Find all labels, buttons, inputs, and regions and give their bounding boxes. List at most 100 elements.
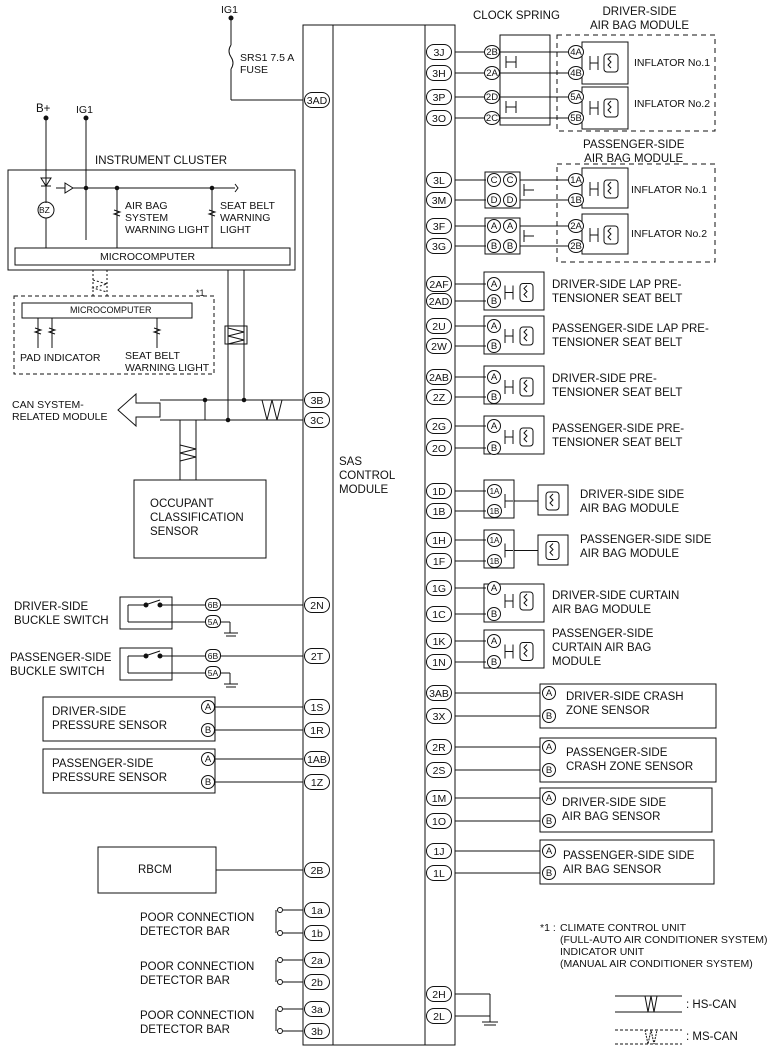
poor-conn-3-label: POOR CONNECTION DETECTOR BAR — [140, 1010, 255, 1036]
driver-inflator2-label: INFLATOR No.2 — [634, 98, 711, 110]
right-component-label-3: DRIVER-SIDE PRE- TENSIONER SEAT BELT — [552, 373, 683, 399]
passenger-buckle-pin-5a: 5A — [205, 666, 221, 679]
driver-pressure-label: DRIVER-SIDE PRESSURE SENSOR — [52, 706, 168, 732]
ig1-left-label: IG1 — [76, 104, 93, 116]
driver-pressure-pin-b: B — [201, 723, 215, 737]
sas-pin-2s: 2S — [426, 762, 452, 778]
sas-pin-1a: 1a — [304, 902, 330, 918]
sas-pin-2a: 2a — [304, 952, 330, 968]
sas-pin-3g: 3G — [426, 238, 452, 254]
sas-pin-1j: 1J — [426, 843, 452, 859]
passenger-pressure-label: PASSENGER-SIDE PRESSURE SENSOR — [52, 758, 168, 784]
clock-pin-2b: 2B — [484, 45, 500, 59]
comp3-pin-b: B — [487, 390, 501, 404]
sas-pin-2g: 2G — [426, 418, 452, 434]
driver-airbag-pin-5b: 5B — [568, 111, 584, 125]
poor-conn-2-label: POOR CONNECTION DETECTOR BAR — [140, 961, 255, 987]
sas-pin-1m: 1M — [426, 790, 452, 806]
passenger-airbag-pin-1b: 1B — [568, 193, 584, 207]
sensor-label-3: DRIVER-SIDE SIDE AIR BAG SENSOR — [562, 797, 667, 823]
comp8-pin-a: A — [487, 634, 501, 648]
driver-airbag-pin-5a: 5A — [568, 90, 584, 104]
occupant-sensor-box — [133, 479, 267, 559]
sas-pin-3ab: 3AB — [426, 685, 452, 701]
airbag-light-label: AIR BAG SYSTEM WARNING LIGHT — [125, 200, 210, 236]
driver-inflator1-label: INFLATOR No.1 — [634, 57, 711, 69]
pad-indicator-label: PAD INDICATOR — [20, 352, 101, 364]
sas-pin-3m: 3M — [426, 192, 452, 208]
climate-unit-box — [13, 295, 215, 375]
passenger-airbag-pin-2a: 2A — [568, 219, 584, 233]
seatbelt-light-label: SEAT BELT WARNING LIGHT — [220, 200, 275, 236]
sas-pin-2r: 2R — [426, 739, 452, 755]
sas-pin-1o: 1O — [426, 813, 452, 829]
legend-ms-can: : MS-CAN — [686, 1031, 738, 1043]
sas-pin-1g: 1G — [426, 580, 452, 596]
comp2-pin-b: B — [487, 339, 501, 353]
passenger-conn-a2: A — [503, 219, 517, 233]
sas-pin-1n: 1N — [426, 654, 452, 670]
sas-pin-1l: 1L — [426, 865, 452, 881]
driver-airbag-title: DRIVER-SIDE AIR BAG MODULE — [590, 6, 690, 32]
note-text: CLIMATE CONTROL UNIT (FULL-AUTO AIR COND… — [560, 922, 768, 970]
cluster-micro-label: MICROCOMPUTER — [100, 251, 196, 263]
sensor1-pin-a: A — [542, 686, 556, 700]
sas-pin-3o: 3O — [426, 110, 452, 126]
comp8-pin-b: B — [487, 655, 501, 669]
comp2-pin-a: A — [487, 319, 501, 333]
comp4-pin-a: A — [487, 419, 501, 433]
climate-micro-label: MICROCOMPUTER — [70, 305, 152, 315]
right-component-label-6: PASSENGER-SIDE SIDE AIR BAG MODULE — [580, 534, 712, 560]
comp1-pin-b: B — [487, 294, 501, 308]
cluster-micro-box — [14, 247, 291, 266]
comp3-pin-a: A — [487, 370, 501, 384]
passenger-airbag-title: PASSENGER-SIDE AIR BAG MODULE — [583, 139, 685, 165]
passenger-conn-b2: B — [503, 239, 517, 253]
sas-pin-2l: 2L — [426, 1008, 452, 1024]
passenger-inflator1-label: INFLATOR No.1 — [631, 184, 708, 196]
sas-pin-2n: 2N — [304, 597, 330, 613]
comp6-pin-1b: 1B — [487, 554, 502, 568]
sas-right-column — [424, 24, 456, 1046]
right-component-label-8: PASSENGER-SIDE CURTAIN AIR BAG MODULE — [552, 628, 654, 668]
sas-pin-2h: 2H — [426, 986, 452, 1002]
sas-pin-3c: 3C — [304, 412, 330, 428]
comp4-pin-b: B — [487, 441, 501, 455]
right-component-label-4: PASSENGER-SIDE PRE- TENSIONER SEAT BELT — [552, 423, 685, 449]
sas-pin-2ab: 2AB — [426, 369, 452, 385]
clock-pin-2a: 2A — [484, 66, 500, 80]
sensor4-pin-a: A — [542, 844, 556, 858]
rbcm-label: RBCM — [138, 864, 172, 876]
clock-pin-2c: 2C — [484, 111, 500, 125]
sas-pin-2u: 2U — [426, 318, 452, 334]
fuse-label: SRS1 7.5 A FUSE — [240, 52, 295, 76]
passenger-conn-d2: D — [503, 193, 517, 207]
sas-pin-3x: 3X — [426, 708, 452, 724]
note-star: *1 : — [540, 922, 556, 934]
sas-pin-2af: 2AF — [426, 276, 452, 292]
sas-pin-1ab: 1AB — [304, 751, 330, 767]
sensor3-pin-a: A — [542, 791, 556, 805]
sas-pin-1r: 1R — [304, 722, 330, 738]
sas-pin-3a: 3a — [304, 1001, 330, 1017]
sensor4-pin-b: B — [542, 866, 556, 880]
sas-label: SAS CONTROL MODULE — [339, 456, 396, 496]
cluster-box — [7, 169, 296, 271]
sas-pin-2w: 2W — [426, 338, 452, 354]
sas-pin-2t: 2T — [304, 648, 330, 664]
right-component-label-2: PASSENGER-SIDE LAP PRE- TENSIONER SEAT B… — [552, 323, 709, 349]
passenger-conn-b1: B — [487, 239, 501, 253]
sas-pin-1f: 1F — [426, 553, 452, 569]
sas-pin-3ad: 3AD — [304, 92, 330, 108]
comp5-pin-1a: 1A — [487, 484, 502, 498]
poor-conn-wires — [275, 907, 303, 1034]
passenger-pressure-pin-b: B — [201, 775, 215, 789]
passenger-conn-c2: C — [503, 173, 517, 187]
climate-seatbelt-label: SEAT BELT WARNING LIGHT — [125, 350, 210, 374]
pretensioner-symbols — [455, 271, 569, 669]
sas-pin-2b: 2B — [304, 862, 330, 878]
sensor2-pin-a: A — [542, 740, 556, 754]
right-component-label-5: DRIVER-SIDE SIDE AIR BAG MODULE — [580, 489, 685, 515]
can-label: CAN SYSTEM- RELATED MODULE — [12, 399, 108, 423]
